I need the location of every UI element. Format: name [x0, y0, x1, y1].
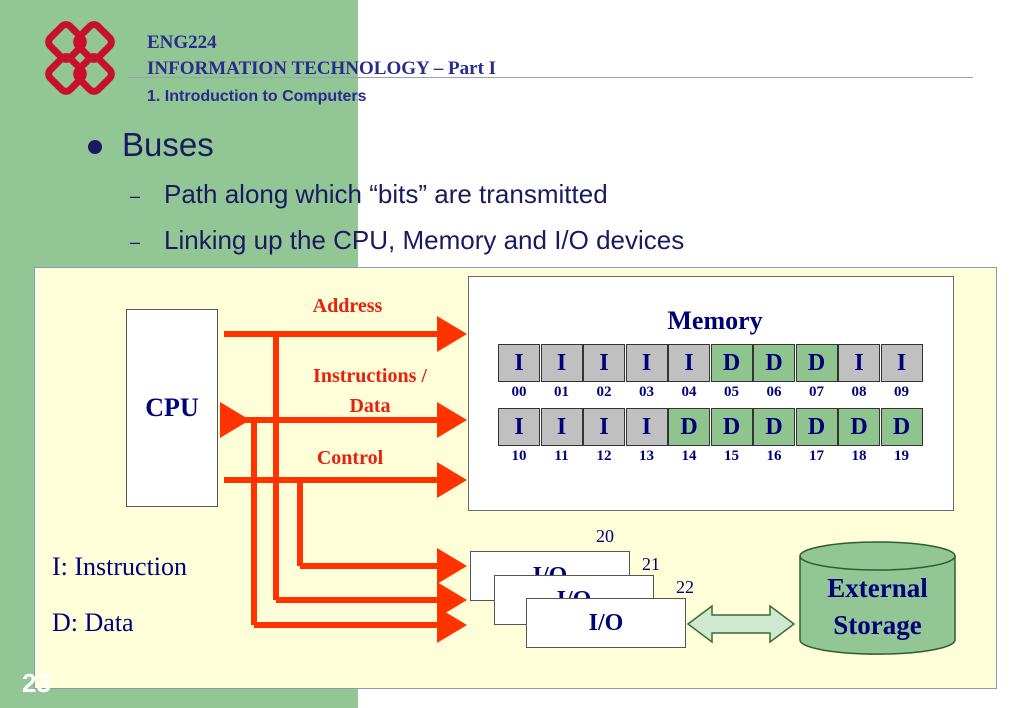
main-background [358, 0, 1023, 268]
main-bullet: Buses [122, 126, 214, 163]
memory-box [468, 276, 954, 511]
header-divider [128, 77, 973, 78]
course-title: INFORMATION TECHNOLOGY – Part I [147, 58, 497, 79]
instructions-bus-label: Instructions / [313, 365, 427, 387]
memory-address: 00 [511, 384, 527, 400]
memory-address: 01 [554, 384, 569, 400]
external-storage-label: External Storage [800, 570, 955, 644]
memory-address: 11 [554, 448, 569, 464]
memory-cell: D [880, 408, 923, 446]
io-device-3: I/O [526, 598, 686, 648]
section-subtitle: 1. Introduction to Computers [147, 88, 367, 105]
memory-address: 02 [596, 384, 612, 400]
legend-data: D: Data [52, 608, 134, 637]
memory-cell: I [880, 344, 923, 382]
cpu-box: CPU [126, 309, 218, 507]
memory-address: 19 [894, 448, 909, 464]
memory-address: 03 [639, 384, 654, 400]
memory-cell: I [498, 408, 540, 446]
external-storage-cylinder [799, 541, 956, 655]
data-bus-label: Data [349, 395, 391, 417]
memory-address: 06 [766, 384, 782, 400]
memory-address: 13 [639, 448, 654, 464]
memory-address: 04 [681, 384, 697, 400]
io-address-20: 20 [596, 526, 614, 546]
sub-bullet-2: Linking up the CPU, Memory and I/O devic… [164, 225, 685, 255]
memory-cell: I [625, 344, 668, 382]
memory-address: 07 [809, 384, 824, 400]
memory-cell: D [753, 344, 795, 382]
memory-cell: D [710, 344, 753, 382]
address-bus-label: Address [312, 295, 383, 317]
memory-address: 14 [681, 448, 697, 464]
memory-cell: D [838, 408, 880, 446]
memory-cell: I [540, 344, 583, 382]
io-address-21: 21 [642, 554, 660, 574]
memory-cell: D [668, 408, 710, 446]
memory-cell: I [583, 408, 625, 446]
memory-address: 09 [894, 384, 909, 400]
memory-cell: D [710, 408, 753, 446]
bullet-icon [88, 140, 102, 154]
io-address-22: 22 [676, 577, 694, 597]
memory-address: 17 [809, 448, 824, 464]
memory-address: 12 [596, 448, 612, 464]
memory-address: 18 [851, 448, 867, 464]
page-number: 23 [22, 668, 51, 698]
memory-cell: I [838, 344, 880, 382]
external-storage-line-2: Storage [833, 610, 922, 640]
course-code: ENG224 [147, 32, 217, 53]
university-logo-icon [45, 21, 115, 95]
memory-address: 16 [766, 448, 782, 464]
memory-cell: I [668, 344, 710, 382]
memory-cell: D [795, 408, 838, 446]
sub-bullet-1: Path along which “bits” are transmitted [164, 179, 608, 209]
external-storage-line-1: External [827, 573, 928, 603]
memory-cell: D [795, 344, 838, 382]
dash-icon: – [130, 232, 141, 252]
dash-icon: – [130, 186, 141, 206]
memory-cell: I [625, 408, 668, 446]
memory-title: Memory [667, 306, 763, 335]
memory-address: 08 [851, 384, 867, 400]
io-storage-double-arrow [686, 604, 796, 644]
memory-cell: I [540, 408, 583, 446]
memory-cell: D [753, 408, 795, 446]
memory-address: 15 [724, 448, 739, 464]
memory-address: 10 [511, 448, 527, 464]
legend-instruction: I: Instruction [52, 552, 188, 581]
memory-cell: I [498, 344, 540, 382]
memory-cell: I [583, 344, 625, 382]
control-bus-label: Control [316, 447, 384, 469]
memory-address: 05 [724, 384, 739, 400]
